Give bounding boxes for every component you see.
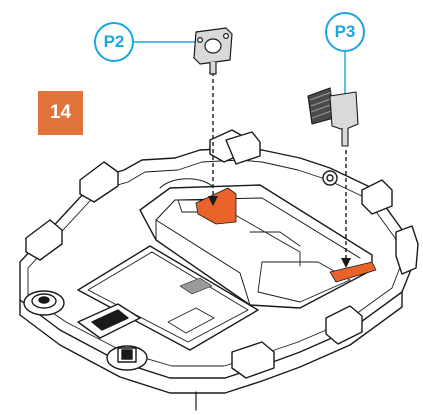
mounting-boss-left xyxy=(24,291,64,315)
spring-contact-p3 xyxy=(308,88,358,146)
part-callout-p3: P3 xyxy=(325,12,365,52)
thermal-pad-p2 xyxy=(194,28,232,74)
part-callout-p2: P2 xyxy=(94,22,134,62)
step-number-badge: 14 xyxy=(38,91,83,135)
screw-post xyxy=(107,346,147,370)
